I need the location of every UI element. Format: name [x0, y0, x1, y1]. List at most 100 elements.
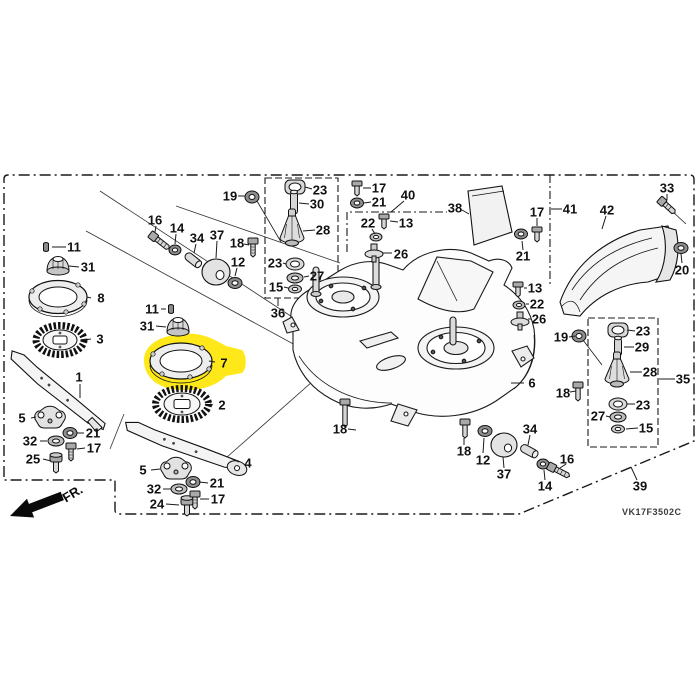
callout-37: 37: [496, 466, 512, 482]
bolt-16: [546, 461, 571, 479]
callout-4: 4: [244, 455, 252, 471]
bolt-24: [180, 495, 194, 517]
blade-1: [10, 350, 106, 433]
callout-42: 42: [599, 202, 615, 218]
bolt-17: [65, 442, 77, 462]
nut-12: [227, 277, 243, 289]
callout-6: 6: [528, 375, 536, 391]
callout-17: 17: [86, 440, 102, 456]
callout-13: 13: [398, 215, 414, 231]
callout-26: 26: [531, 311, 547, 327]
washer-27: [609, 411, 627, 423]
callout-15: 15: [268, 279, 284, 295]
callout-20: 20: [674, 262, 690, 278]
callout-18: 18: [456, 443, 472, 459]
nut-19: [244, 190, 260, 204]
cooling-fan-3: [32, 322, 88, 358]
callout-24: 24: [149, 496, 165, 512]
callout-27: 27: [309, 268, 325, 284]
callout-12: 12: [230, 254, 246, 270]
callout-38: 38: [447, 200, 463, 216]
callout-28: 28: [315, 222, 331, 238]
blade-holder-cup-31: [166, 317, 190, 337]
callout-23: 23: [267, 255, 283, 271]
bearing-23: [285, 257, 305, 271]
bolt-13: [378, 213, 390, 230]
callout-36: 36: [270, 305, 286, 321]
callout-30: 30: [309, 196, 325, 212]
bolt-18: [247, 237, 259, 258]
callout-28: 28: [642, 364, 658, 380]
callout-32: 32: [146, 481, 162, 497]
callout-22: 22: [360, 215, 376, 231]
callout-5: 5: [139, 462, 147, 478]
callout-16: 16: [147, 212, 163, 228]
callout-21: 21: [209, 475, 225, 491]
callout-40: 40: [400, 187, 416, 203]
callout-3: 3: [96, 331, 104, 347]
callout-21: 21: [371, 194, 387, 210]
bearing-23: [607, 322, 629, 338]
subassembly-line-40: [346, 211, 447, 252]
mower-deck: [282, 249, 536, 427]
callout-39: 39: [632, 478, 648, 494]
bolt-13: [512, 281, 524, 298]
bolt-17: [531, 226, 543, 243]
callout-17: 17: [371, 180, 387, 196]
cover-plate-38: [467, 185, 513, 246]
bolt-17: [351, 180, 363, 197]
diagram-code: VK17F3502C: [622, 507, 682, 517]
chute-end-plate: [654, 225, 679, 283]
bolt-33: [656, 195, 676, 215]
callout-15: 15: [638, 420, 654, 436]
callout-18: 18: [555, 385, 571, 401]
washer-15: [288, 284, 302, 294]
cooling-fan-2: [152, 385, 212, 423]
callout-8: 8: [97, 290, 105, 306]
callout-31: 31: [80, 259, 96, 275]
callout-16: 16: [559, 451, 575, 467]
callout-32: 32: [22, 433, 38, 449]
callout-13: 13: [527, 280, 543, 296]
callout-14: 14: [169, 220, 185, 236]
roller-37: [490, 432, 518, 458]
ring-support-8: [28, 279, 88, 317]
deck-stud: [449, 316, 457, 346]
callout-33: 33: [659, 180, 675, 196]
callout-23: 23: [312, 182, 328, 198]
nut-14: [168, 244, 182, 256]
callout-2: 2: [218, 397, 226, 413]
joint-holder-26: [510, 311, 530, 331]
bolt-18: [459, 418, 471, 439]
callout-34: 34: [189, 230, 205, 246]
deck-handle-bracket: [358, 331, 400, 349]
callout-21: 21: [85, 425, 101, 441]
front-direction-arrow: [10, 491, 64, 518]
callout-1: 1: [75, 369, 83, 385]
washer-27: [286, 272, 304, 284]
callout-25: 25: [25, 451, 41, 467]
callout-41: 41: [562, 201, 578, 217]
pin-collar-34: [520, 444, 539, 459]
nut-20: [673, 242, 689, 254]
nut-21: [350, 197, 364, 209]
callout-31: 31: [139, 318, 155, 334]
roller-37: [201, 258, 231, 286]
nut-21: [514, 228, 528, 240]
callout-18: 18: [229, 235, 245, 251]
callout-27: 27: [590, 408, 606, 424]
washer-32: [47, 435, 65, 447]
blade-holder-5: [34, 405, 66, 429]
woodruff-key-11: [43, 241, 49, 253]
callout-37: 37: [209, 227, 225, 243]
washer-15: [611, 424, 625, 434]
washer-22: [369, 232, 383, 242]
subassembly-box-35: [587, 317, 659, 448]
bolt-18: [339, 398, 351, 428]
bolt-17: [189, 490, 201, 510]
nut-21: [62, 427, 78, 439]
callout-17: 17: [210, 491, 226, 507]
spindle-housing-28: [604, 351, 630, 388]
